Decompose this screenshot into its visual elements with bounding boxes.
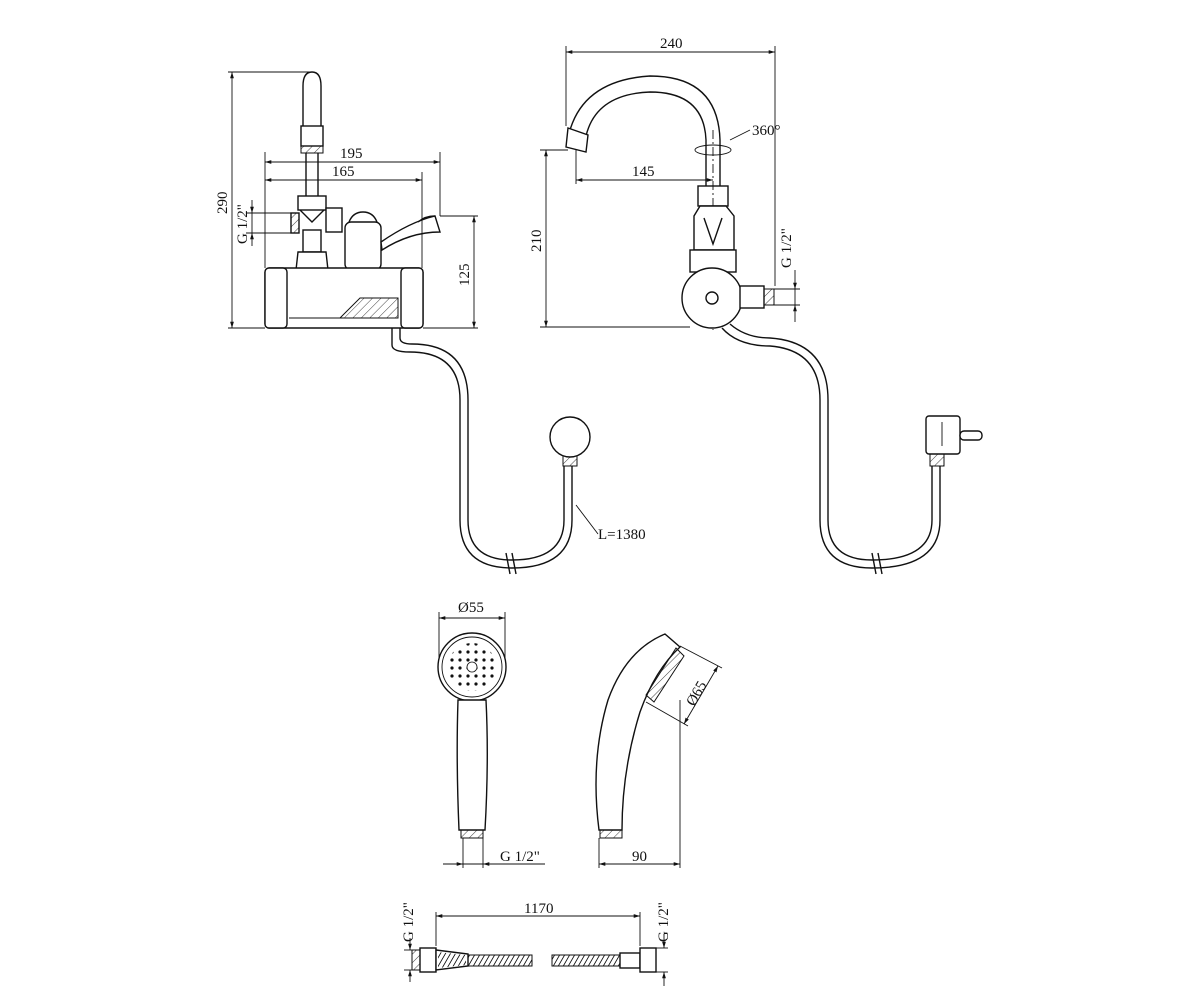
- dim-165: 165: [332, 164, 355, 180]
- dim-1170: 1170: [524, 901, 553, 917]
- rotation-label: 360°: [752, 123, 781, 139]
- side-dimensions: 240 145 210 G 1/2": [529, 36, 800, 328]
- shower-head-side: Ø65 90: [595, 633, 723, 868]
- hose-detail: 1170 G 1/2" G 1/2": [401, 901, 672, 986]
- dim-90: 90: [632, 849, 647, 865]
- thread-side-inlet: G 1/2": [779, 228, 795, 268]
- dim-240: 240: [660, 36, 683, 52]
- dim-125: 125: [457, 264, 473, 287]
- thread-hose-left: G 1/2": [401, 902, 417, 942]
- thread-hose-right: G 1/2": [656, 902, 672, 942]
- dim-195: 195: [340, 146, 363, 162]
- valve-body: [290, 195, 441, 271]
- thread-shower-head: G 1/2": [500, 849, 540, 865]
- shower-head-front: Ø55 G 1/2": [437, 600, 545, 868]
- dim-290: 290: [215, 192, 231, 215]
- front-view: L=1380 195 165 290 G 1/2": [215, 71, 646, 575]
- curved-spout: 360°: [565, 75, 781, 330]
- heater-body: [264, 267, 424, 329]
- side-view: 360° 240: [529, 36, 983, 575]
- dim-145: 145: [632, 164, 655, 180]
- hose-length-label: L=1380: [598, 527, 646, 543]
- side-valve: [681, 205, 775, 329]
- side-hose: [721, 323, 983, 575]
- thread-front-left: G 1/2": [235, 204, 251, 244]
- dim-210: 210: [529, 230, 545, 253]
- front-hose: L=1380: [391, 328, 646, 575]
- dim-diameter-65: Ø65: [684, 679, 711, 709]
- front-dimensions: 195 165 290 G 1/2" 125: [215, 71, 478, 329]
- dim-diameter-55: Ø55: [458, 600, 484, 616]
- vertical-spout: [300, 71, 324, 196]
